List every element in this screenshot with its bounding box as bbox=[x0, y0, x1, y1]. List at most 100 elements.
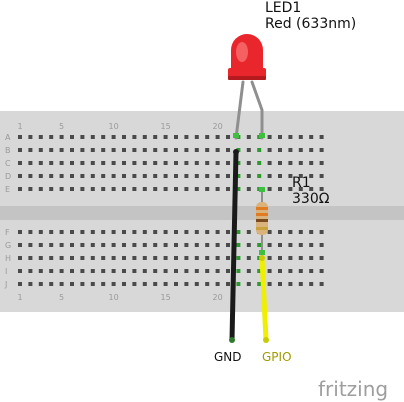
breadboard-hole[interactable] bbox=[194, 161, 199, 165]
breadboard-hole[interactable] bbox=[90, 148, 95, 152]
breadboard-hole[interactable] bbox=[163, 148, 168, 152]
breadboard-hole[interactable] bbox=[142, 282, 147, 286]
breadboard-hole[interactable] bbox=[174, 187, 178, 191]
breadboard-hole[interactable] bbox=[205, 282, 210, 286]
gnd-wire[interactable] bbox=[229, 149, 239, 343]
breadboard-hole[interactable] bbox=[205, 269, 210, 273]
breadboard-hole[interactable] bbox=[122, 135, 126, 139]
breadboard-hole[interactable] bbox=[111, 161, 116, 165]
breadboard-hole[interactable] bbox=[142, 269, 147, 273]
breadboard-hole[interactable] bbox=[205, 187, 210, 191]
breadboard-hole[interactable] bbox=[153, 161, 158, 165]
breadboard-hole[interactable] bbox=[215, 243, 220, 247]
breadboard-hole[interactable] bbox=[142, 135, 147, 139]
breadboard-hole[interactable] bbox=[194, 269, 199, 273]
breadboard-hole[interactable] bbox=[226, 243, 230, 247]
breadboard-hole[interactable] bbox=[298, 282, 303, 286]
breadboard-hole[interactable] bbox=[319, 174, 324, 178]
breadboard-hole[interactable] bbox=[70, 161, 74, 165]
breadboard-hole[interactable] bbox=[319, 187, 324, 191]
breadboard-hole[interactable] bbox=[267, 282, 272, 286]
led-component[interactable] bbox=[228, 34, 266, 80]
breadboard-hole[interactable] bbox=[142, 256, 147, 260]
breadboard-hole[interactable] bbox=[257, 174, 262, 178]
breadboard-hole[interactable] bbox=[111, 148, 116, 152]
breadboard-hole[interactable] bbox=[267, 135, 272, 139]
breadboard-hole[interactable] bbox=[319, 269, 324, 273]
breadboard-hole[interactable] bbox=[194, 256, 199, 260]
breadboard-hole[interactable] bbox=[59, 269, 64, 273]
breadboard-hole[interactable] bbox=[215, 187, 220, 191]
breadboard-hole[interactable] bbox=[288, 256, 293, 260]
breadboard-hole[interactable] bbox=[246, 174, 251, 178]
breadboard-hole[interactable] bbox=[194, 187, 199, 191]
breadboard-hole[interactable] bbox=[215, 174, 220, 178]
breadboard-hole[interactable] bbox=[184, 187, 189, 191]
breadboard-hole[interactable] bbox=[309, 243, 314, 247]
breadboard-hole[interactable] bbox=[59, 187, 64, 191]
breadboard-hole[interactable] bbox=[215, 230, 220, 234]
breadboard-hole[interactable] bbox=[226, 161, 230, 165]
breadboard-hole[interactable] bbox=[236, 256, 241, 260]
breadboard-hole[interactable] bbox=[132, 148, 137, 152]
breadboard-hole[interactable] bbox=[59, 148, 64, 152]
breadboard-hole[interactable] bbox=[28, 230, 33, 234]
breadboard-hole[interactable] bbox=[205, 243, 210, 247]
breadboard-hole[interactable] bbox=[309, 230, 314, 234]
breadboard-hole[interactable] bbox=[288, 282, 293, 286]
breadboard-hole[interactable] bbox=[194, 282, 199, 286]
breadboard-hole[interactable] bbox=[246, 230, 251, 234]
breadboard-hole[interactable] bbox=[38, 148, 43, 152]
breadboard-hole[interactable] bbox=[226, 148, 230, 152]
breadboard-hole[interactable] bbox=[101, 230, 106, 234]
breadboard-hole[interactable] bbox=[226, 256, 230, 260]
breadboard-hole[interactable] bbox=[122, 243, 126, 247]
breadboard-hole[interactable] bbox=[174, 269, 178, 273]
breadboard-hole[interactable] bbox=[267, 148, 272, 152]
breadboard-hole[interactable] bbox=[111, 174, 116, 178]
breadboard-hole[interactable] bbox=[184, 269, 189, 273]
breadboard-hole[interactable] bbox=[163, 243, 168, 247]
breadboard-hole[interactable] bbox=[101, 161, 106, 165]
breadboard-hole[interactable] bbox=[132, 174, 137, 178]
breadboard-hole[interactable] bbox=[288, 230, 293, 234]
breadboard-hole[interactable] bbox=[28, 256, 33, 260]
breadboard-hole[interactable] bbox=[174, 243, 178, 247]
breadboard-hole[interactable] bbox=[70, 187, 74, 191]
breadboard-hole[interactable] bbox=[70, 148, 74, 152]
breadboard-hole[interactable] bbox=[246, 187, 251, 191]
breadboard-hole[interactable] bbox=[184, 282, 189, 286]
breadboard-hole[interactable] bbox=[309, 148, 314, 152]
breadboard-hole[interactable] bbox=[59, 243, 64, 247]
breadboard-hole[interactable] bbox=[184, 174, 189, 178]
breadboard-hole[interactable] bbox=[28, 187, 33, 191]
breadboard-hole[interactable] bbox=[132, 187, 137, 191]
breadboard-hole[interactable] bbox=[184, 135, 189, 139]
breadboard-hole[interactable] bbox=[205, 161, 210, 165]
breadboard-hole[interactable] bbox=[205, 230, 210, 234]
breadboard-hole[interactable] bbox=[257, 161, 262, 165]
breadboard-hole[interactable] bbox=[215, 282, 220, 286]
breadboard-hole[interactable] bbox=[153, 174, 158, 178]
breadboard-hole[interactable] bbox=[267, 243, 272, 247]
breadboard-hole[interactable] bbox=[194, 148, 199, 152]
breadboard-hole[interactable] bbox=[28, 243, 33, 247]
breadboard-hole[interactable] bbox=[111, 187, 116, 191]
breadboard-hole[interactable] bbox=[184, 161, 189, 165]
breadboard-hole[interactable] bbox=[215, 161, 220, 165]
breadboard-hole[interactable] bbox=[153, 135, 158, 139]
breadboard-hole[interactable] bbox=[80, 161, 85, 165]
breadboard-hole[interactable] bbox=[59, 282, 64, 286]
breadboard-hole[interactable] bbox=[80, 269, 85, 273]
breadboard-hole[interactable] bbox=[236, 282, 241, 286]
breadboard-hole[interactable] bbox=[288, 148, 293, 152]
breadboard-hole[interactable] bbox=[153, 243, 158, 247]
breadboard-hole[interactable] bbox=[205, 256, 210, 260]
breadboard-hole[interactable] bbox=[288, 135, 293, 139]
breadboard-hole[interactable] bbox=[267, 187, 272, 191]
breadboard-hole[interactable] bbox=[267, 269, 272, 273]
breadboard-hole[interactable] bbox=[174, 282, 178, 286]
breadboard-hole[interactable] bbox=[298, 243, 303, 247]
breadboard-hole[interactable] bbox=[226, 174, 230, 178]
breadboard-hole[interactable] bbox=[153, 230, 158, 234]
